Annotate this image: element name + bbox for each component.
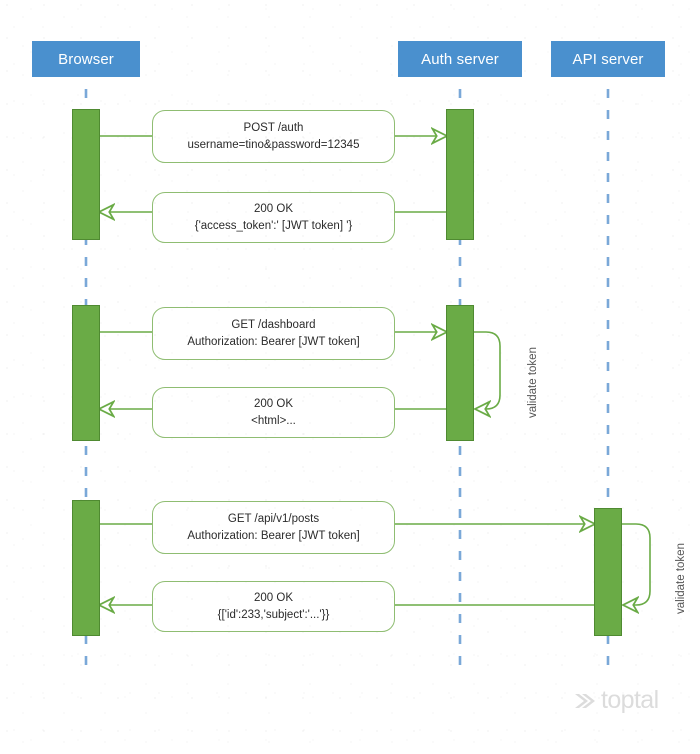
message-line: <html>... [251,414,296,427]
activation-bar-browser [72,109,100,240]
message-box-m2: 200 OK {'access_token':' [JWT token] '} [152,192,395,243]
activation-bar-auth [446,305,474,441]
activation-bar-browser [72,500,100,636]
self-loop-auth [474,331,501,409]
message-line: GET /api/v1/posts [227,512,320,525]
activation-bar-api [594,508,622,636]
toptal-wordmark: toptal [601,686,659,714]
message-line: {['id':233,'subject':'...'}} [217,608,330,621]
self-loop-label-auth: validate token [527,347,539,418]
message-box-m6: 200 OK {['id':233,'subject':'...'}} [152,581,395,632]
actor-api: API server [551,41,665,77]
actor-label: Auth server [421,50,499,68]
message-line: 200 OK [254,202,293,215]
message-line: POST /auth [243,121,304,134]
message-box-m4: 200 OK <html>... [152,387,395,438]
message-box-m1: POST /auth username=tino&password=12345 [152,110,395,163]
message-line: username=tino&password=12345 [187,138,360,151]
message-line: 200 OK [254,397,293,410]
activation-bar-browser [72,305,100,441]
self-loop-label-api: validate token [675,543,687,614]
actor-browser: Browser [32,41,140,77]
message-line: 200 OK [254,591,293,604]
message-line: GET /dashboard [231,318,316,331]
self-loop-api [622,523,651,605]
message-line: Authorization: Bearer [JWT token] [187,529,360,542]
activation-bar-auth [446,109,474,240]
actor-label: Browser [58,50,114,68]
actor-label: API server [572,50,644,68]
toptal-watermark: toptal [572,688,659,713]
self-loops-group [474,331,651,605]
message-line: {'access_token':' [JWT token] '} [194,219,353,232]
actor-auth: Auth server [398,41,522,77]
toptal-chevron-icon [575,693,595,708]
message-line: Authorization: Bearer [JWT token] [187,335,360,348]
